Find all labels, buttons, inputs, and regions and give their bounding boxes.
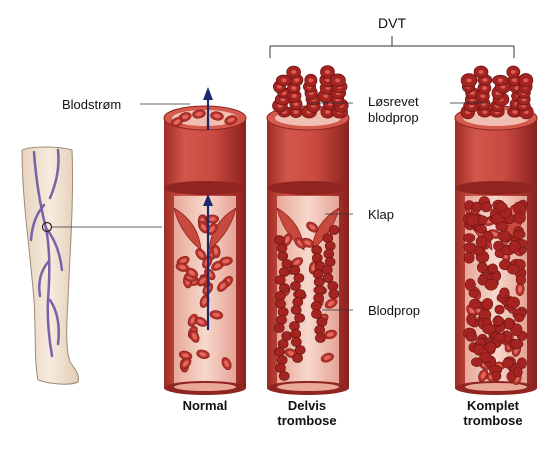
blood-cell [224, 115, 238, 125]
vessel-normal [163, 87, 247, 395]
blood-cell [189, 329, 200, 343]
leg-illustration [21, 146, 162, 385]
caption-normal: Normal [160, 398, 250, 413]
vessel-partial-thrombosis [266, 65, 350, 395]
blood-cell [194, 316, 208, 327]
blood-cell [179, 357, 192, 370]
vessel-bottom-lumen [465, 383, 527, 391]
leg-focus-circle [41, 221, 53, 233]
clot-label: Blodprop [368, 303, 421, 318]
blood-cell [323, 329, 337, 340]
clot-strands [273, 225, 340, 381]
blood-cell [221, 357, 232, 371]
blood-cell [211, 244, 221, 259]
blood-cell [195, 248, 207, 261]
caption-complete-line2: trombose [463, 413, 523, 428]
leg-veins [29, 148, 64, 358]
blood-cell [282, 233, 293, 247]
vessel-cap-edge [267, 181, 349, 195]
label-leaders [140, 102, 488, 311]
vessel-cap-edge [455, 181, 537, 195]
caption-complete: Komplet trombose [448, 398, 538, 428]
caption-partial-line2: trombose [277, 413, 337, 428]
blood-cell [196, 275, 209, 287]
blood-cell [301, 237, 315, 248]
valve-label: Klap [368, 207, 395, 222]
caption-normal-text: Normal [182, 398, 228, 413]
blood-cell [192, 109, 206, 119]
bloodflow-label: Blodstrøm [62, 97, 122, 112]
detached-clot [460, 65, 534, 120]
blood-cell [170, 116, 184, 128]
blood-cell [324, 298, 338, 309]
vessel-complete-thrombosis [454, 65, 538, 395]
blood-cell [515, 282, 525, 296]
blood-cell [210, 111, 224, 121]
vessel-cap-edge [164, 181, 246, 195]
blood-cell [187, 313, 198, 327]
blood-cell [209, 310, 224, 320]
caption-complete-line1: Komplet [467, 398, 519, 413]
dvt-bracket [269, 36, 515, 58]
dvt-label: DVT [378, 15, 406, 31]
flow-arrow-lower-head [203, 194, 213, 206]
blood-cell [306, 221, 319, 233]
vessel-bottom-lumen [174, 383, 236, 391]
detached-clot-label-line2: blodprop [368, 110, 419, 125]
detached-clot [272, 65, 349, 119]
blood-cell [216, 280, 229, 292]
blood-cell [320, 352, 334, 363]
flow-arrow-upper-head [203, 87, 213, 100]
caption-partial-line1: Delvis [287, 398, 327, 413]
caption-partial: Delvis trombose [262, 398, 352, 428]
vessel-bottom-lumen [277, 383, 339, 391]
detached-clot-label-line1: Løsrevet [368, 94, 419, 109]
blood-cell [219, 256, 233, 266]
blood-cells [170, 109, 238, 373]
blood-cell [196, 349, 210, 360]
clot-mass [463, 196, 528, 382]
